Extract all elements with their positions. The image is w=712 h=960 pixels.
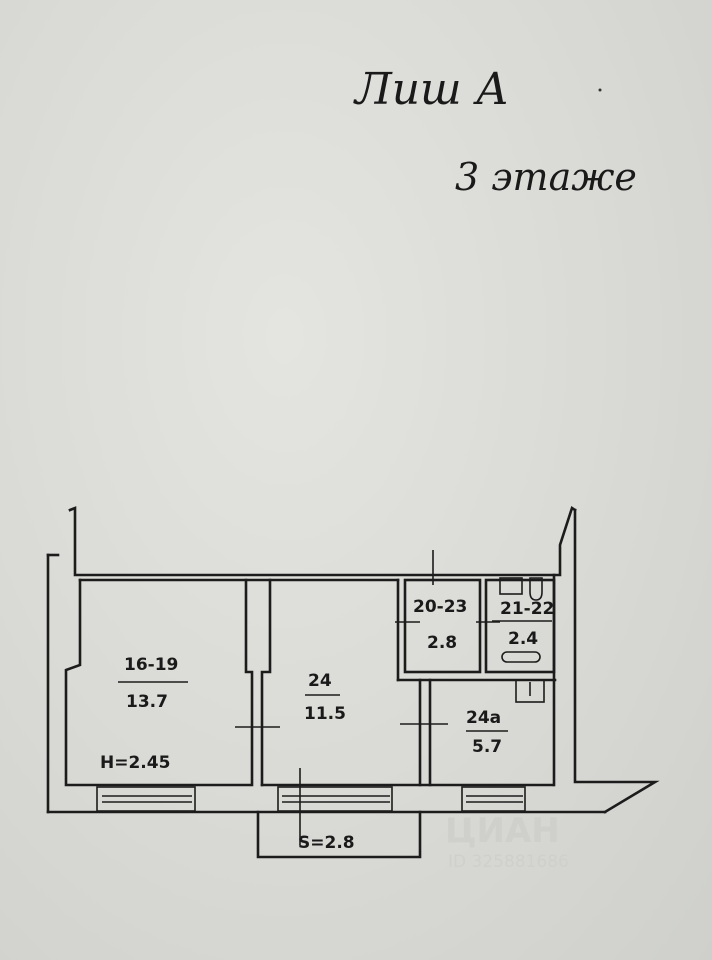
room-area: 5.7 [472,737,502,757]
room-area: 11.5 [304,704,346,724]
floor-label: 3 этаже [455,155,637,199]
sheet-label: Лиш А [353,64,509,115]
room-number: 20-23 [413,597,467,617]
windows [96,786,526,812]
ceiling-height: H=2.45 [100,753,170,773]
toilet-icon [499,577,523,595]
room-area: 2.8 [427,633,457,653]
watermark-brand: ЦИАН [445,811,560,851]
watermark-id: ID 325881686 [448,852,569,872]
room-24: 24 11.5 [304,671,346,724]
sink-icon [529,577,543,601]
room-number: 24a [466,708,501,728]
balcony [256,810,422,859]
interior-walls [235,550,557,845]
room-number: 16-19 [124,655,178,675]
room-number: 24 [308,671,332,691]
room-20-23: 20-23 2.8 [413,597,467,653]
bathtub-icon [501,651,541,663]
room-21-22: 21-22 2.4 [492,599,554,649]
room-area: 2.4 [508,629,538,649]
room-number: 21-22 [500,599,554,619]
outer-walls [46,505,660,814]
balcony-area: S=2.8 [298,833,355,853]
room-area: 13.7 [126,692,168,712]
room-16-19: 16-19 13.7 [118,655,188,712]
dot-mark [598,88,602,92]
stove-icon [515,679,545,703]
room-24a: 24a 5.7 [466,708,508,757]
